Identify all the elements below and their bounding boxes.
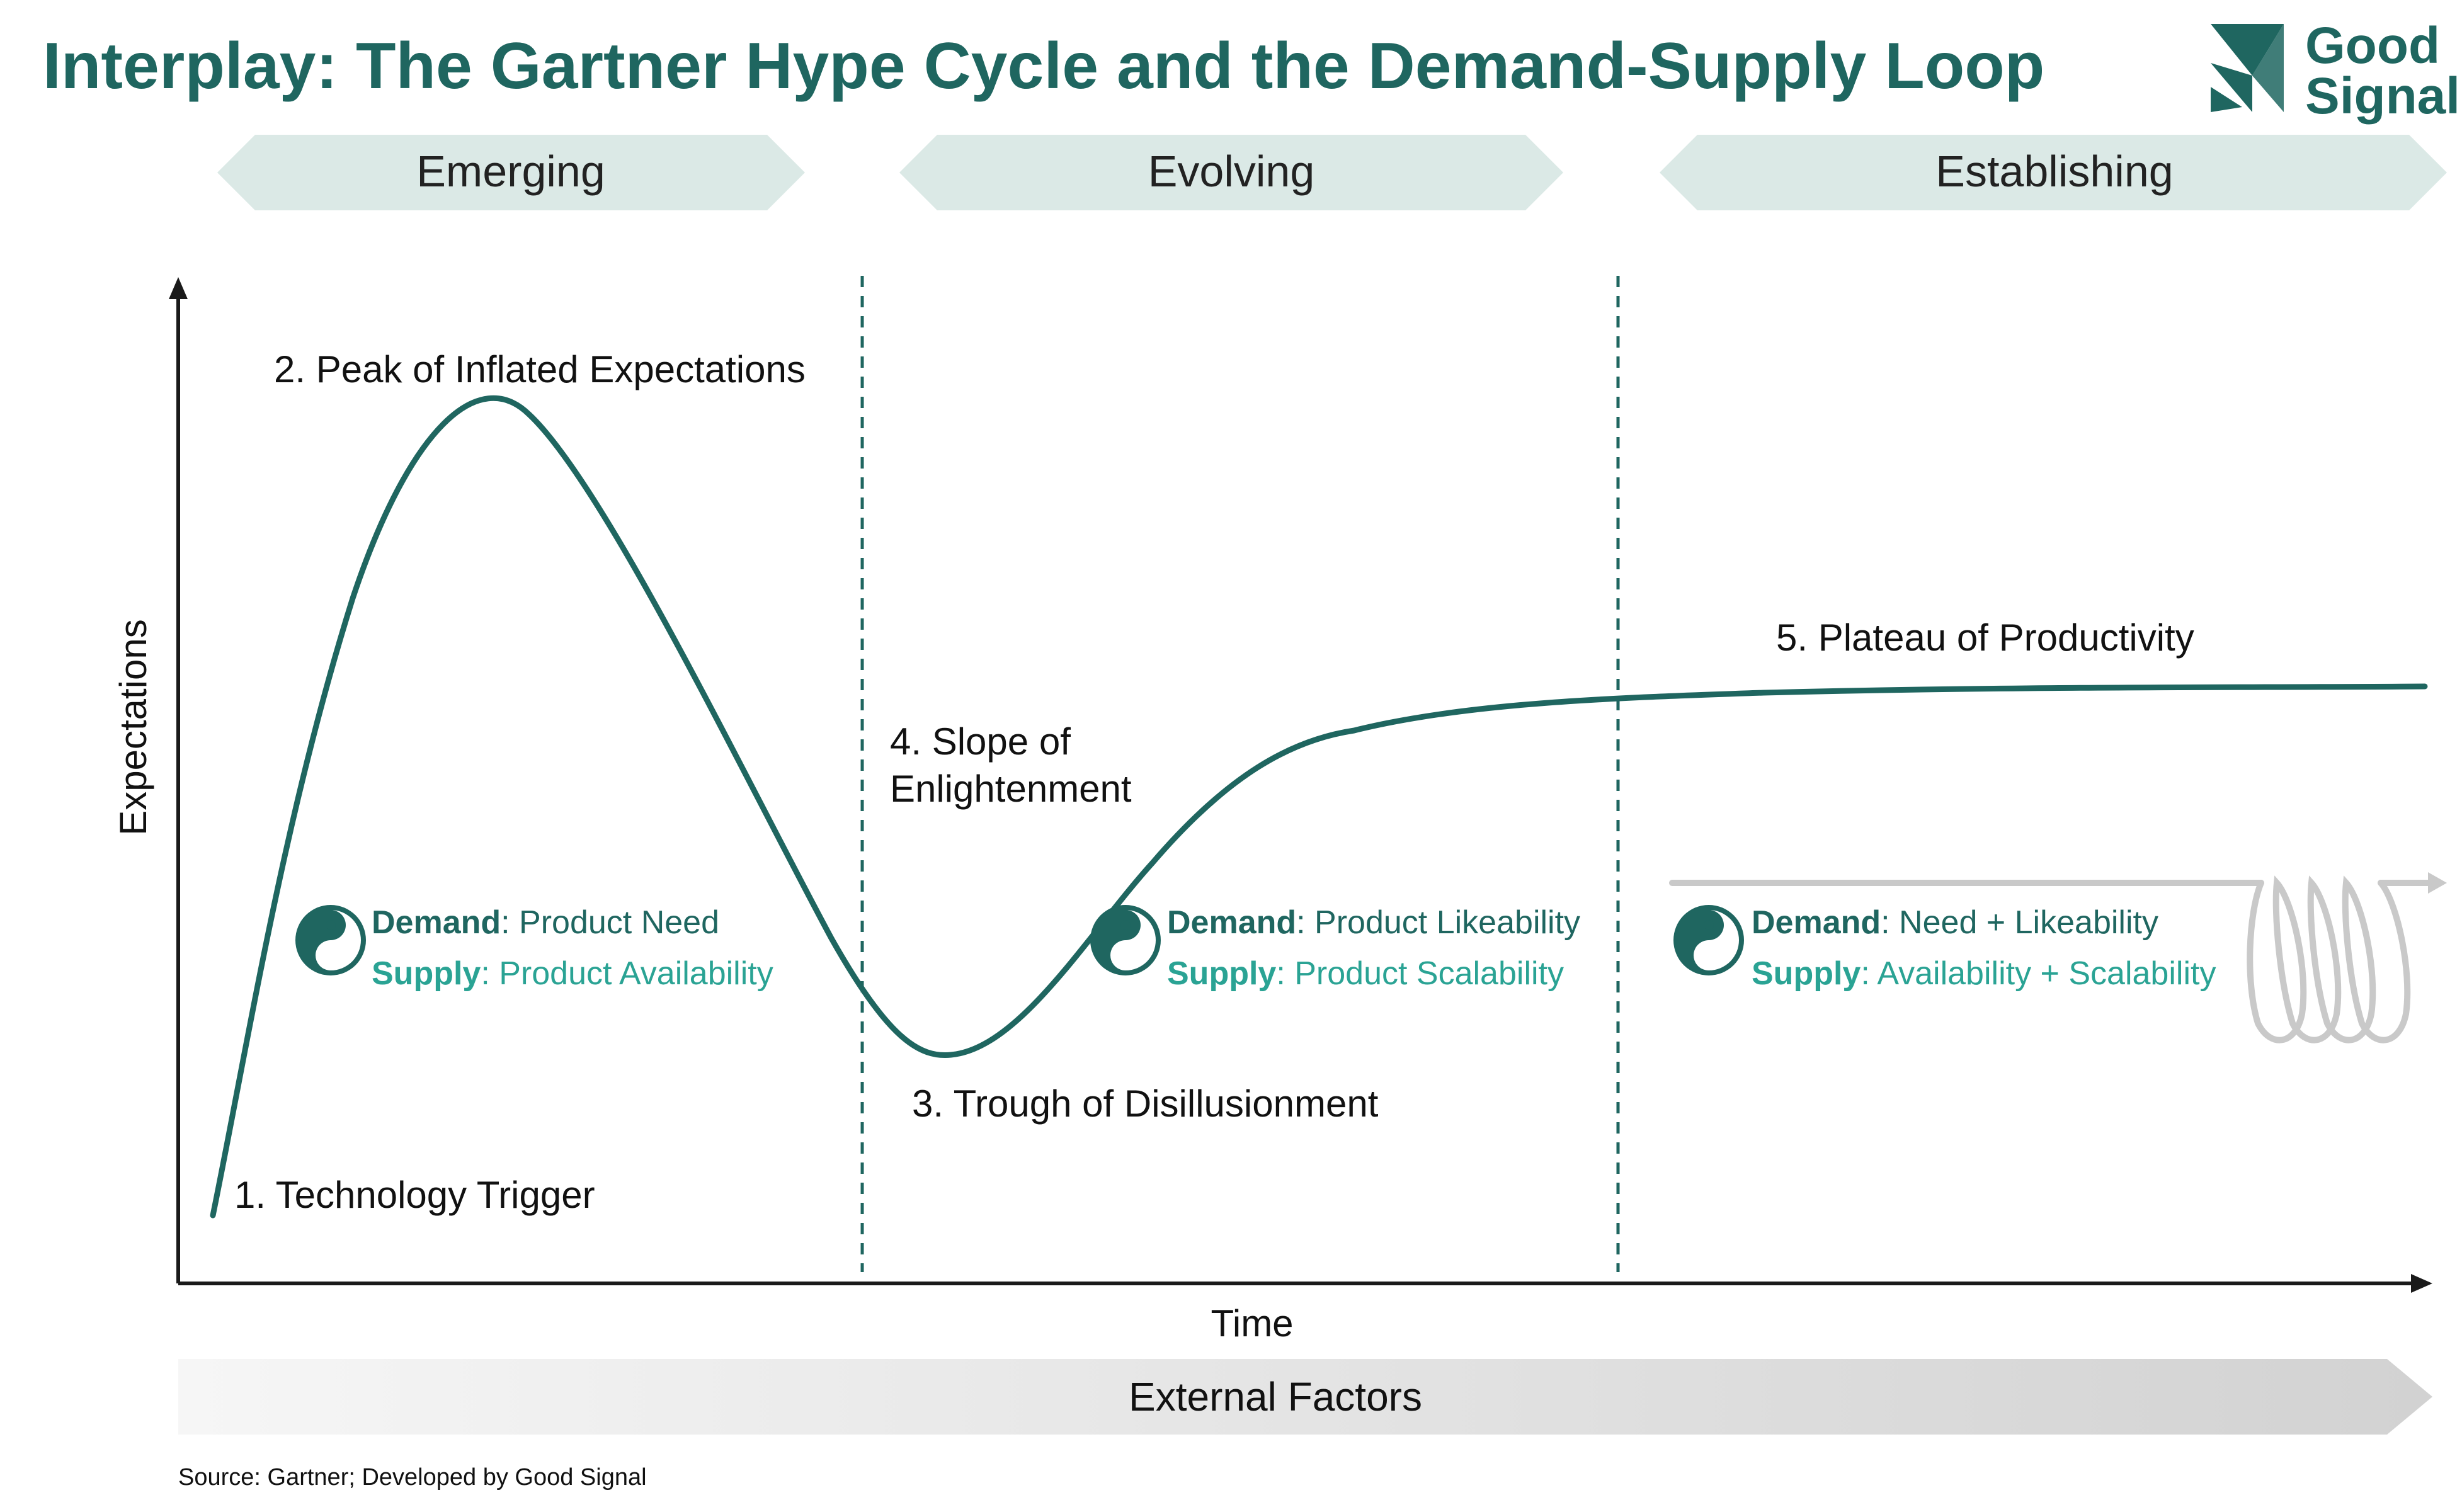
supply-value: : Product Availability bbox=[481, 955, 773, 992]
good-signal-logo: Good Signal bbox=[2211, 17, 2460, 125]
external-factors-bar: External Factors bbox=[178, 1359, 2432, 1435]
stage-label-peak: 2. Peak of Inflated Expectations bbox=[274, 348, 806, 390]
logo-text-signal: Signal bbox=[2305, 67, 2460, 125]
phase-label-emerging: Emerging bbox=[416, 147, 605, 196]
demand-supply-block-establishing: Demand: Need + Likeability Supply: Avail… bbox=[1673, 904, 2216, 992]
supply-value: : Availability + Scalability bbox=[1861, 955, 2216, 992]
supply-line: Supply: Availability + Scalability bbox=[1752, 955, 2216, 992]
phase-label-evolving: Evolving bbox=[1148, 147, 1315, 196]
y-axis-arrowhead bbox=[169, 277, 188, 299]
supply-key: Supply bbox=[1752, 955, 1861, 992]
stage-label-slope-line1: 4. Slope of bbox=[890, 720, 1071, 763]
demand-line: Demand: Product Likeability bbox=[1167, 904, 1580, 941]
phase-banner-emerging: Emerging bbox=[217, 135, 805, 210]
phase-banner-evolving: Evolving bbox=[899, 135, 1563, 210]
demand-supply-block-emerging: Demand: Product Need Supply: Product Ava… bbox=[295, 904, 773, 992]
hype-cycle-curve bbox=[210, 395, 2428, 1219]
demand-value: : Product Likeability bbox=[1296, 904, 1580, 941]
supply-value: : Product Scalability bbox=[1276, 955, 1564, 992]
yin-yang-icon bbox=[1673, 905, 1744, 975]
yin-yang-icon bbox=[1090, 905, 1161, 975]
page-title: Interplay: The Gartner Hype Cycle and th… bbox=[43, 30, 2044, 103]
yin-yang-icon bbox=[295, 905, 366, 975]
stage-label-slope-line2: Enlightenment bbox=[890, 768, 1132, 810]
x-axis-label: Time bbox=[1211, 1302, 1293, 1344]
good-signal-logo-icon bbox=[2211, 24, 2284, 112]
phase-label-establishing: Establishing bbox=[1935, 147, 2173, 196]
demand-line: Demand: Need + Likeability bbox=[1752, 904, 2158, 941]
demand-value: : Need + Likeability bbox=[1881, 904, 2158, 941]
stage-label-technology-trigger: 1. Technology Trigger bbox=[234, 1174, 595, 1216]
x-axis-arrowhead bbox=[2411, 1274, 2432, 1293]
source-note: Source: Gartner; Developed by Good Signa… bbox=[178, 1464, 647, 1491]
phase-banner-establishing: Establishing bbox=[1660, 135, 2447, 210]
demand-key: Demand bbox=[1752, 904, 1881, 941]
demand-key: Demand bbox=[1167, 904, 1296, 941]
supply-line: Supply: Product Availability bbox=[372, 955, 773, 992]
spiral-loop-icon bbox=[1669, 872, 2447, 1043]
y-axis-label: Expectations bbox=[112, 619, 154, 836]
supply-line: Supply: Product Scalability bbox=[1167, 955, 1564, 992]
demand-supply-block-evolving: Demand: Product Likeability Supply: Prod… bbox=[1090, 904, 1580, 992]
stage-label-trough: 3. Trough of Disillusionment bbox=[912, 1083, 1379, 1125]
stage-label-plateau: 5. Plateau of Productivity bbox=[1776, 617, 2194, 659]
demand-key: Demand bbox=[372, 904, 501, 941]
demand-line: Demand: Product Need bbox=[372, 904, 719, 941]
supply-key: Supply bbox=[1167, 955, 1276, 992]
logo-text-good: Good bbox=[2305, 17, 2440, 74]
external-factors-label: External Factors bbox=[1129, 1374, 1422, 1419]
demand-value: : Product Need bbox=[501, 904, 719, 941]
supply-key: Supply bbox=[372, 955, 481, 992]
